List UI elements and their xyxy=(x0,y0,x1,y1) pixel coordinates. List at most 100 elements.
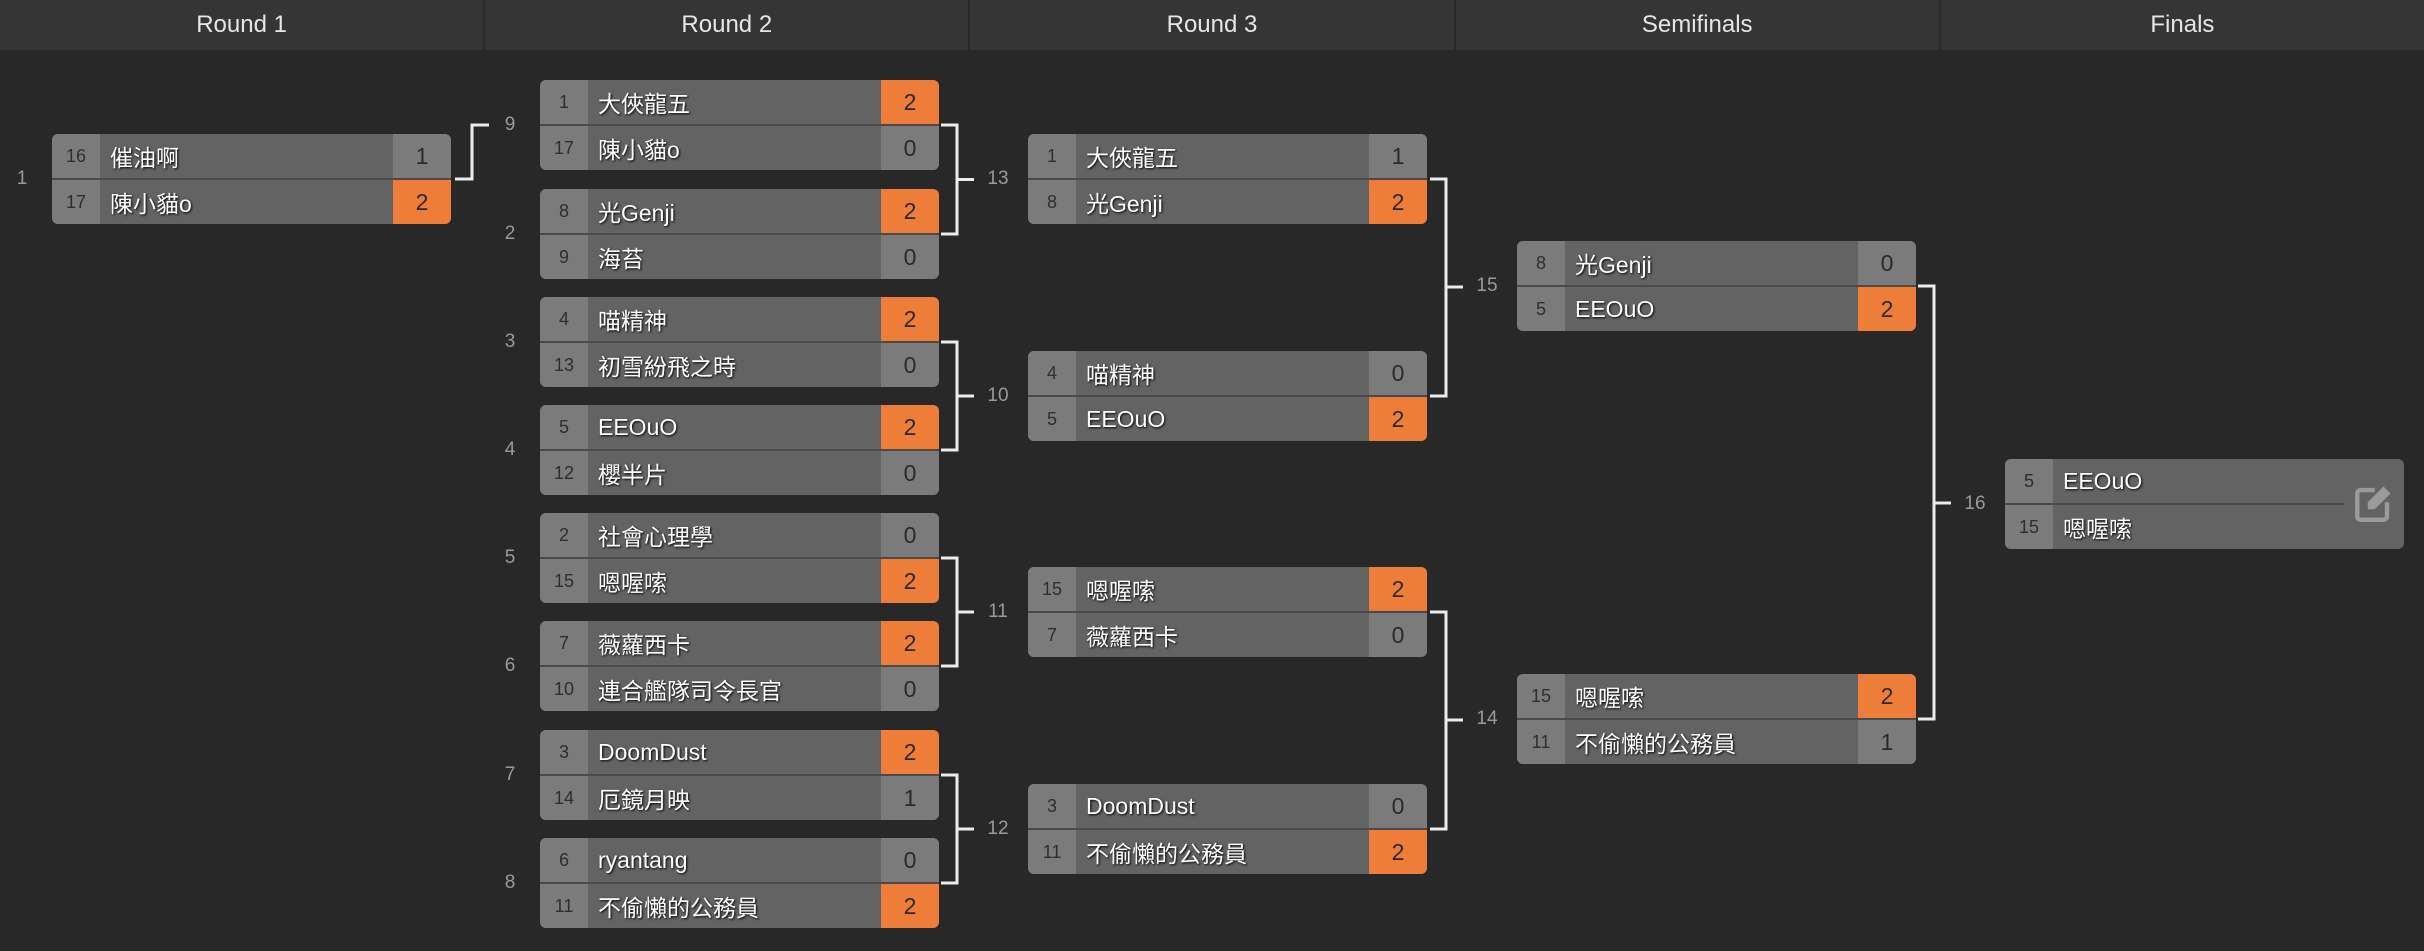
team-seed: 10 xyxy=(540,667,588,711)
team-seed: 14 xyxy=(540,776,588,820)
team-name: 不偷懶的公務員 xyxy=(1086,841,1247,867)
connector xyxy=(1918,284,1951,721)
team-seed: 3 xyxy=(540,730,588,774)
match-number: 10 xyxy=(987,385,1009,406)
team-score: 0 xyxy=(1858,241,1916,285)
team-name: 不偷懶的公務員 xyxy=(598,895,759,921)
team-seed: 3 xyxy=(1028,784,1076,828)
team-seed: 7 xyxy=(540,621,588,665)
edit-icon[interactable] xyxy=(2352,483,2394,525)
team-score: 2 xyxy=(881,297,939,341)
match-number: 13 xyxy=(987,168,1009,189)
round-header-bar: Round 1 Round 2 Round 3 Semifinals Final… xyxy=(0,0,2424,50)
match-number: 14 xyxy=(1476,708,1498,729)
match-number: 3 xyxy=(504,331,516,352)
team-name: 嗯喔嗦 xyxy=(598,570,667,596)
team-score: 0 xyxy=(881,667,939,711)
team-seed: 15 xyxy=(1517,674,1565,718)
connector xyxy=(1430,610,1463,831)
team-score: 0 xyxy=(1369,784,1427,828)
team-seed: 17 xyxy=(540,126,588,170)
team-name: EEOuO xyxy=(2063,467,2143,494)
divider xyxy=(1028,611,1427,613)
team-name: 海苔 xyxy=(598,246,644,272)
match-number: 5 xyxy=(504,547,516,568)
match-number: 11 xyxy=(988,601,1008,622)
team-score: 0 xyxy=(881,343,939,387)
round-header-semifinals: Semifinals xyxy=(1456,0,1941,50)
team-row[interactable]: 10 連合艦隊司令長官 0 xyxy=(540,667,939,711)
team-seed: 8 xyxy=(540,189,588,233)
divider xyxy=(540,233,939,235)
team-name: 不偷懶的公務員 xyxy=(1575,731,1736,757)
connector xyxy=(455,123,489,181)
team-name: 薇蘿西卡 xyxy=(598,632,690,658)
team-score: 2 xyxy=(1369,830,1427,874)
connector xyxy=(1430,177,1463,398)
team-name: 喵精神 xyxy=(1086,362,1155,388)
team-name: 初雪紛飛之時 xyxy=(598,354,736,380)
team-name: 光Genji xyxy=(1575,252,1652,278)
connector xyxy=(941,556,974,668)
team-seed: 7 xyxy=(1028,613,1076,657)
team-score: 2 xyxy=(881,730,939,774)
match-number: 2 xyxy=(504,223,516,244)
team-name: 社會心理學 xyxy=(598,524,713,550)
team-name: 大俠龍五 xyxy=(1086,145,1178,171)
team-name: 連合艦隊司令長官 xyxy=(598,678,782,704)
divider xyxy=(1517,285,1916,287)
team-seed: 2 xyxy=(540,513,588,557)
team-name: 嗯喔嗦 xyxy=(2063,516,2132,542)
team-score: 2 xyxy=(1369,180,1427,224)
team-name: 嗯喔嗦 xyxy=(1575,685,1644,711)
